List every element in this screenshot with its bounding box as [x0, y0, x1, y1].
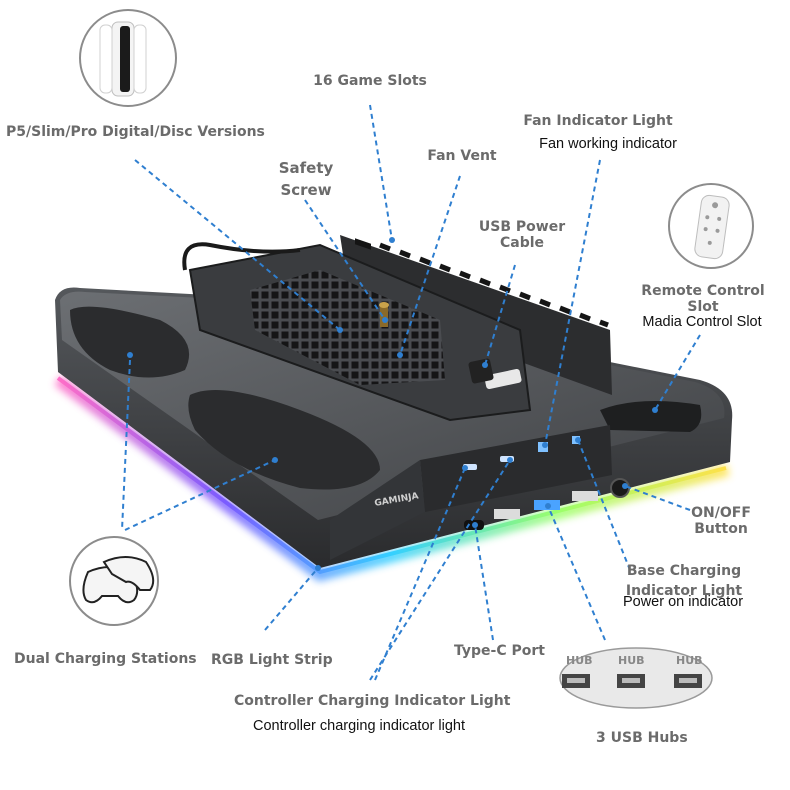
- label-on-off-1: ON/OFF: [691, 505, 751, 521]
- usb-power-cable: [182, 242, 301, 271]
- label-fan-indicator: Fan Indicator Light: [523, 113, 673, 129]
- usb-hubs-thumbnail: HUB HUB HUB: [559, 647, 713, 709]
- controller-well-right: [188, 390, 380, 490]
- label-safety-screw-1: Safety: [278, 159, 334, 177]
- hub-label: HUB: [566, 654, 593, 667]
- label-type-c: Type-C Port: [454, 643, 545, 659]
- label-remote-slot-1: Remote Control: [641, 283, 765, 299]
- label-base-charging-1: Base Charging: [626, 563, 742, 579]
- label-dual-charging: Dual Charging Stations: [14, 651, 197, 667]
- label-fan-vent: Fan Vent: [427, 148, 497, 164]
- hub-label: HUB: [618, 654, 645, 667]
- charging-base: [55, 287, 733, 568]
- console-thumbnail: [79, 9, 177, 107]
- usb-plug: [484, 368, 522, 390]
- label-controller-indicator: Controller Charging Indicator Light: [234, 693, 511, 709]
- usb-port-3: [572, 491, 598, 501]
- label-usb-hubs: 3 USB Hubs: [596, 730, 688, 746]
- front-panel: [420, 425, 612, 512]
- remote-slot: [600, 401, 702, 432]
- label-versions: P5/Slim/Pro Digital/Disc Versions: [6, 124, 265, 140]
- label-game-slots: 16 Game Slots: [313, 73, 427, 89]
- label-usb-power-2: Cable: [499, 235, 545, 251]
- label-remote-slot-2: Slot: [687, 299, 719, 315]
- usb-port-1: [494, 509, 520, 519]
- fan-vent: [250, 270, 445, 385]
- label-rgb-strip: RGB Light Strip: [211, 652, 333, 668]
- leader-dots: [127, 237, 658, 571]
- remote-thumbnail: [668, 183, 754, 269]
- hub-label: HUB: [676, 654, 703, 667]
- desc-base-charging: Power on indicator: [622, 594, 744, 610]
- label-safety-screw-2: Screw: [280, 181, 332, 199]
- leader-lines: [121, 104, 701, 681]
- desc-fan-indicator: Fan working indicator: [539, 136, 677, 152]
- console-stand: [182, 235, 612, 422]
- safety-screw: [380, 305, 388, 327]
- desc-controller-indicator: Controller charging indicator light: [253, 718, 465, 734]
- label-on-off-2: Button: [694, 521, 748, 537]
- label-base-charging-2: Indicator Light: [625, 583, 743, 599]
- desc-remote-slot: Madia Control Slot: [642, 314, 762, 330]
- controllers-thumbnail: [69, 536, 159, 626]
- controller-well-left: [70, 306, 190, 378]
- rgb-light-strip: [54, 375, 730, 582]
- label-usb-power-1: USB Power: [478, 219, 566, 235]
